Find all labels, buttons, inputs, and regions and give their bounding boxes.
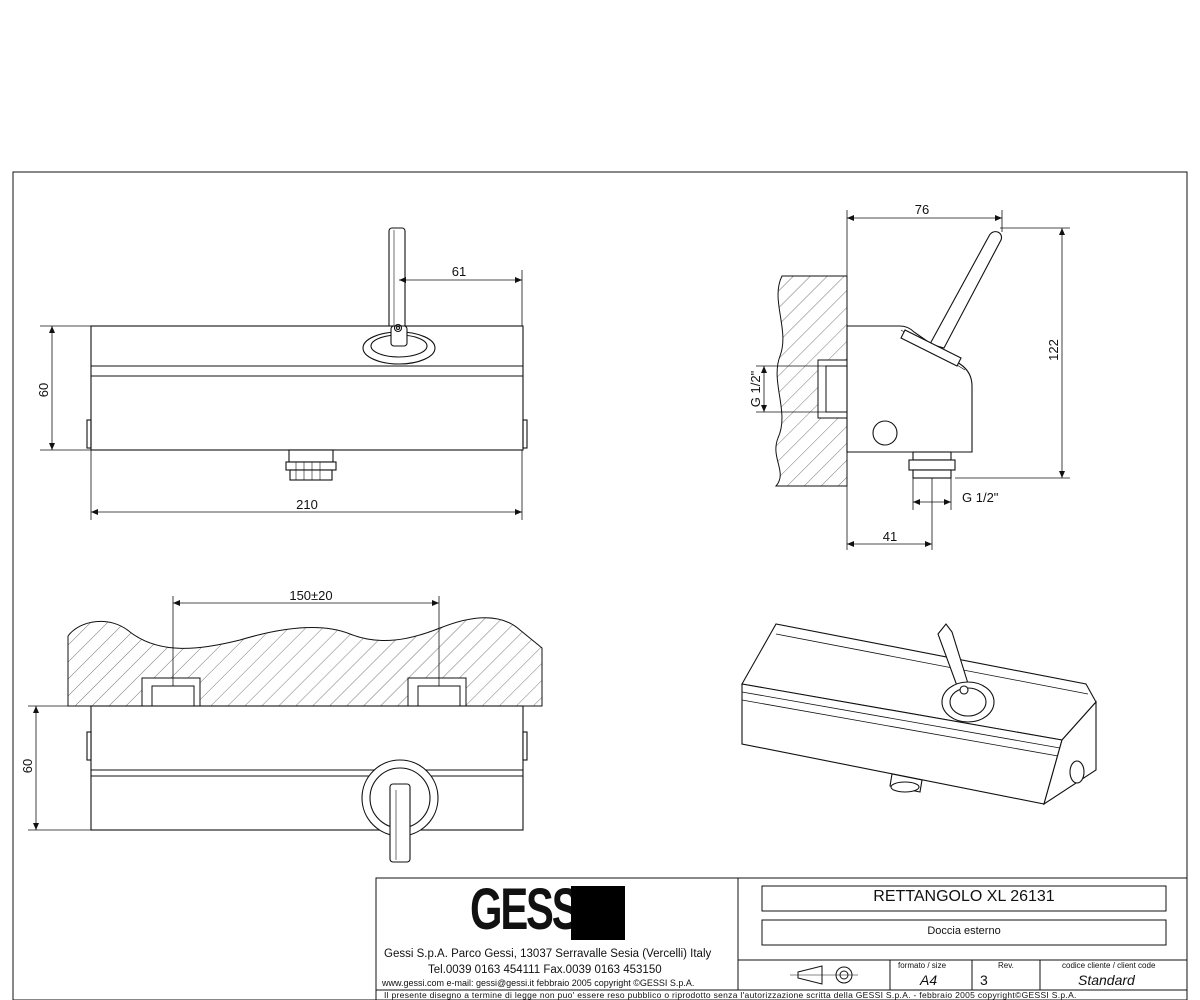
gessi-logo-square	[571, 886, 625, 940]
client-code-value: Standard	[1078, 972, 1135, 988]
dim-front-handle-offset: 61	[452, 264, 466, 279]
dim-top-height: 60	[20, 759, 35, 773]
client-code-label: codice cliente / client code	[1062, 961, 1156, 970]
dim-front-width: 210	[296, 497, 318, 512]
dim-front-height: 60	[36, 383, 51, 397]
company-address: Gessi S.p.A. Parco Gessi, 13037 Serraval…	[384, 948, 712, 960]
company-web: www.gessi.com e-mail: gessi@gessi.it feb…	[382, 978, 695, 988]
product-description: Doccia esterno	[927, 925, 1001, 937]
dim-side-depth: 76	[915, 202, 929, 217]
rev-value: 3	[980, 972, 988, 988]
side-view	[846, 231, 1003, 479]
top-view-wall	[67, 617, 543, 707]
side-view-wall	[774, 275, 848, 487]
gessi-logo: GESSI	[470, 877, 589, 942]
format-label: formato / size	[898, 961, 947, 970]
title-block	[375, 877, 1188, 1000]
top-view	[86, 705, 528, 863]
format-value: A4	[920, 972, 938, 988]
front-view	[86, 227, 528, 481]
top-view-dimensions	[28, 596, 440, 831]
front-view-dimensions	[40, 270, 523, 520]
side-view-dimensions	[756, 210, 1070, 550]
company-phone: Tel.0039 0163 454111 Fax.0039 0163 45315…	[428, 964, 662, 976]
dim-side-outlet-thread: G 1/2"	[962, 490, 999, 505]
dim-side-height: 122	[1046, 339, 1061, 361]
product-name: RETTANGOLO XL 26131	[873, 888, 1055, 905]
drawing-frame	[12, 171, 1188, 1000]
rev-label: Rev.	[998, 961, 1014, 970]
dim-side-inlet-thread: G 1/2"	[748, 370, 763, 407]
dim-top-center-distance: 150±20	[289, 588, 332, 603]
legal-notice: Il presente disegno a termine di legge n…	[384, 990, 1077, 1000]
isometric-view	[741, 623, 1097, 806]
dim-side-outlet-offset: 41	[883, 529, 897, 544]
